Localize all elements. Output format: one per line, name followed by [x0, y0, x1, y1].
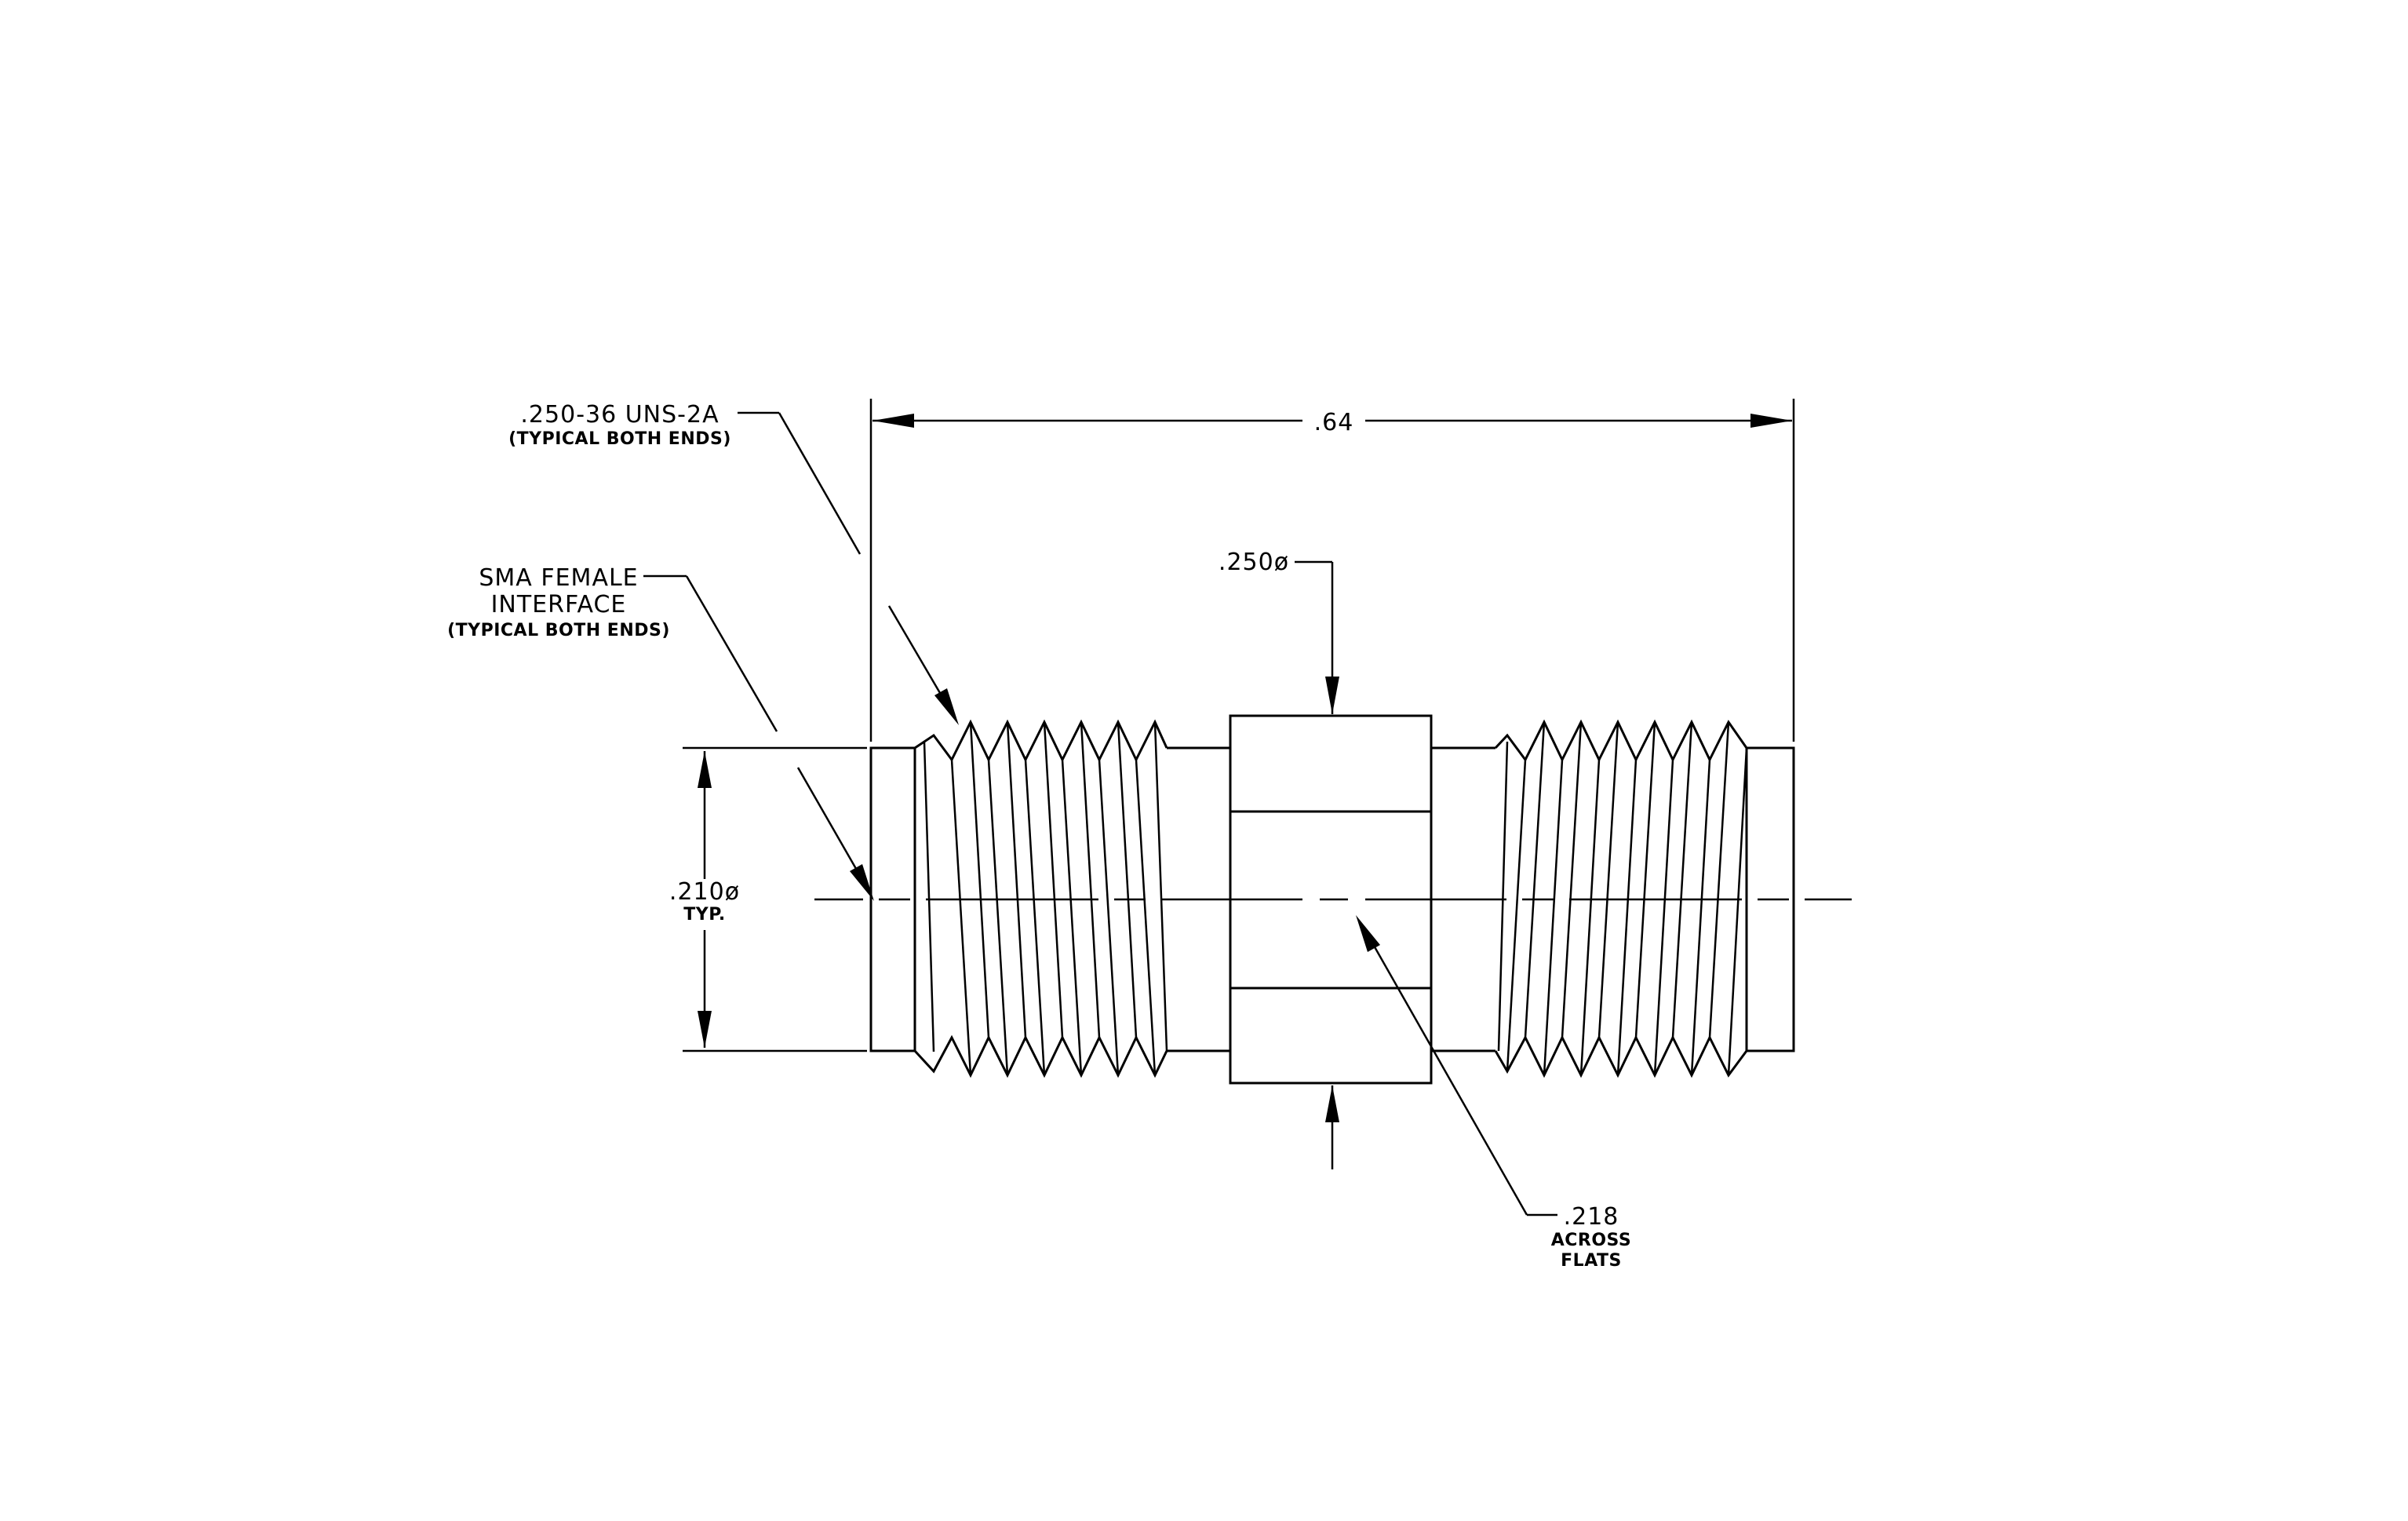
hex-diameter-label: .250ø — [1219, 549, 1289, 576]
hex-diameter-dimension: .250ø — [1219, 549, 1339, 1169]
left-end-ring — [869, 746, 916, 1052]
flats-line1-label: ACROSS — [1551, 1231, 1632, 1250]
interface-label-line1: SMA FEMALE — [479, 564, 638, 592]
right-end-ring — [1745, 746, 1795, 1052]
thread-spec-label: .250-36 UNS-2A — [520, 401, 719, 429]
interface-label-line2: INTERFACE — [491, 591, 627, 618]
right-neck — [1431, 746, 1495, 1052]
overall-length-dimension: .64 — [869, 399, 1795, 742]
right-thread-section — [1494, 719, 1748, 1078]
bore-note-label: TYP. — [683, 905, 725, 925]
overall-length-label: .64 — [1314, 409, 1354, 436]
flats-value-label: .218 — [1564, 1203, 1619, 1231]
left-thread-section — [913, 719, 1168, 1078]
flats-line2-label: FLATS — [1561, 1251, 1622, 1271]
bore-diameter-label: .210ø — [669, 878, 740, 906]
thread-spec-callout: .250-36 UNS-2A (TYPICAL BOTH ENDS) — [508, 401, 959, 725]
interface-callout: SMA FEMALE INTERFACE (TYPICAL BOTH ENDS) — [447, 564, 874, 901]
interface-note-label: (TYPICAL BOTH ENDS) — [447, 621, 670, 640]
bore-diameter-dimension: .210ø TYP. — [669, 746, 867, 1052]
across-flats-callout: .218 ACROSS FLATS — [1356, 915, 1631, 1271]
left-neck — [1167, 746, 1230, 1052]
thread-note-label: (TYPICAL BOTH ENDS) — [508, 429, 731, 449]
